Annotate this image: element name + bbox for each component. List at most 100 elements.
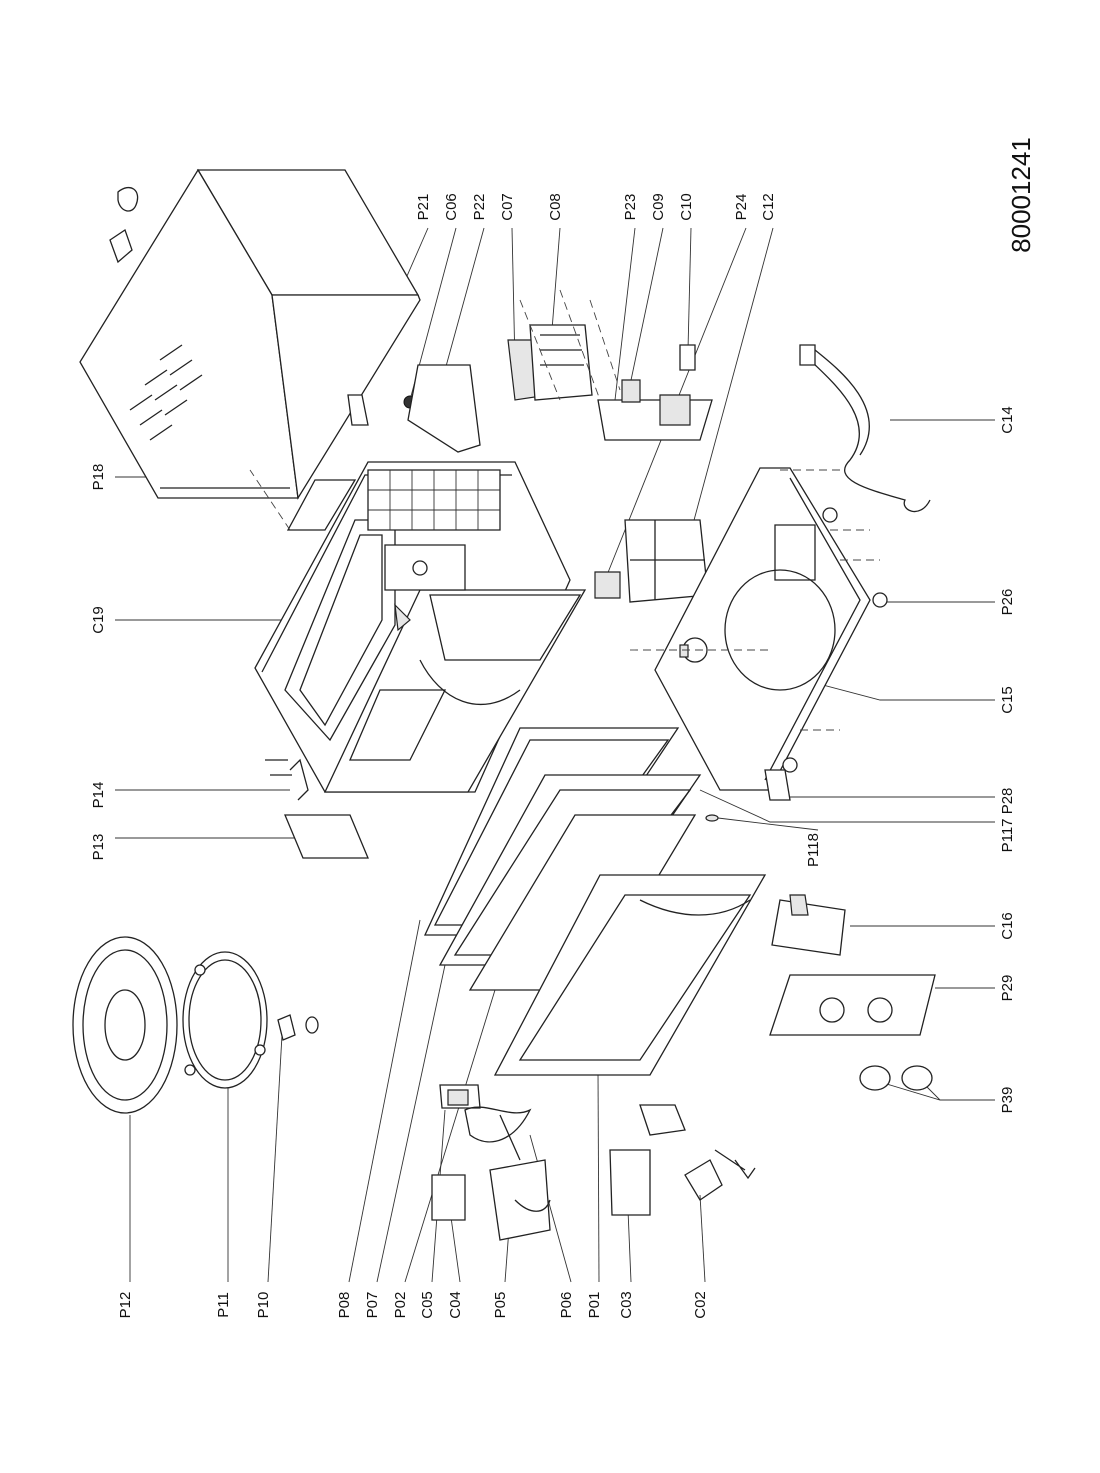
door-assembly	[423, 727, 767, 1076]
leader-p117	[699, 789, 995, 823]
cavity-door-window	[349, 689, 447, 761]
lamp-c19	[394, 603, 411, 632]
diode-leads	[714, 1149, 756, 1180]
turntable-plate-rim	[82, 949, 168, 1101]
magnetron-screw-dashes	[519, 289, 621, 401]
front-plate	[323, 589, 587, 793]
vent-slot	[129, 394, 153, 411]
leader-c12	[689, 227, 774, 536]
leader-p06	[529, 1134, 572, 1283]
label-p08: P08	[336, 1292, 353, 1319]
label-c16: C16	[999, 912, 1016, 940]
door-panel-window	[518, 894, 752, 1061]
label-p10: P10	[255, 1292, 272, 1319]
label-p23: P23	[622, 194, 639, 221]
bracket-c05-inner	[447, 1089, 469, 1106]
base-plate	[630, 467, 888, 801]
label-p29: P29	[999, 975, 1016, 1002]
label-c19: C19	[90, 606, 107, 634]
label-p13: P13	[90, 834, 107, 861]
vent-slot	[164, 399, 188, 416]
roller-wheel	[194, 964, 206, 976]
mica-plate	[286, 479, 357, 531]
label-p117-p28: P117 P28	[999, 788, 1016, 853]
label-c02: C02	[692, 1291, 709, 1319]
label-p24: P24	[733, 194, 750, 221]
label-p12: P12	[117, 1292, 134, 1319]
bottom-labels: P12 P11 P10 P08 P07 P02 C05 C04 P05 P06 …	[117, 406, 1016, 1319]
plate-p13	[284, 814, 369, 859]
vent-slot	[179, 374, 203, 391]
case-clip-top	[117, 187, 139, 212]
switch-c10	[659, 394, 691, 426]
case-side-face	[79, 168, 299, 499]
switch-c10-top	[679, 344, 696, 371]
label-p118: P118	[805, 833, 822, 867]
label-p01: P01	[586, 1292, 603, 1319]
top-labels: C19 P18 P14 P13 P21 C06 P22 C07 C08 P23 …	[90, 193, 777, 860]
document-number: 80001241	[1006, 137, 1036, 253]
leader-c02	[699, 1194, 706, 1283]
control-panel-hole-1	[819, 997, 845, 1023]
case-vent-slots	[129, 344, 203, 441]
door-panel-p01	[493, 874, 767, 1076]
leader-p01	[597, 1069, 600, 1283]
fan-motor-c04	[431, 1174, 466, 1221]
base-cutout	[774, 524, 816, 581]
transformer-detail	[630, 520, 705, 600]
magnetron-fins	[540, 334, 584, 366]
base-dashes	[780, 469, 880, 731]
power-plug	[799, 344, 816, 366]
capacitor-bracket	[639, 1104, 686, 1136]
label-c08: C08	[547, 193, 564, 221]
leader-c08	[551, 227, 561, 331]
control-panel-hole-2	[867, 997, 893, 1023]
base-turntable-hole	[724, 569, 836, 691]
vent-slot	[159, 344, 183, 361]
block-p24	[594, 571, 621, 599]
capacitor-c03	[609, 1149, 651, 1216]
leader-p02	[404, 989, 496, 1283]
label-c10: C10	[678, 193, 695, 221]
roller-ring-inner	[188, 959, 262, 1081]
power-cord-c14	[809, 359, 931, 513]
cavity-turntable-arc	[419, 659, 521, 706]
coupler-p10	[277, 1014, 296, 1041]
base-plate-outline	[654, 467, 871, 791]
label-p39: P39	[999, 1087, 1016, 1114]
fan-shroud-arc	[514, 1199, 551, 1212]
control-panel-p29	[769, 974, 936, 1036]
leader-p118	[717, 817, 819, 831]
power-cord-c14-b	[814, 349, 870, 456]
leader-p08	[348, 919, 421, 1283]
label-c03: C03	[618, 1291, 635, 1319]
turntable-plate-center	[104, 989, 146, 1061]
transformer-c12	[624, 519, 709, 603]
case-clip-bottom	[109, 228, 133, 264]
label-p11: P11	[215, 1292, 232, 1318]
vent-slot	[154, 384, 178, 401]
timer-c16-top	[789, 894, 809, 916]
bracket-p14	[265, 758, 309, 801]
leader-c03	[627, 1209, 632, 1283]
magnetron-c08	[529, 324, 593, 401]
label-p14: P14	[90, 782, 107, 809]
label-p22: P22	[471, 194, 488, 221]
label-c12: C12	[760, 193, 777, 221]
door-panel-arc	[639, 899, 751, 916]
base-plate-rim	[764, 477, 861, 781]
label-p18: P18	[90, 464, 107, 491]
foot-a	[822, 507, 838, 523]
vent-slot	[144, 369, 168, 386]
roller-wheel	[254, 1044, 266, 1056]
label-p05: P05	[492, 1292, 509, 1319]
fan-blade-p06	[464, 1106, 532, 1161]
fan-shroud-p05	[489, 1159, 551, 1241]
label-c04: C04	[447, 1291, 464, 1319]
cavity-window-inner	[299, 534, 383, 727]
cavity-frame	[249, 461, 587, 793]
bracket-p22	[407, 364, 481, 453]
control-box	[384, 544, 466, 591]
leader-p23	[614, 227, 636, 401]
